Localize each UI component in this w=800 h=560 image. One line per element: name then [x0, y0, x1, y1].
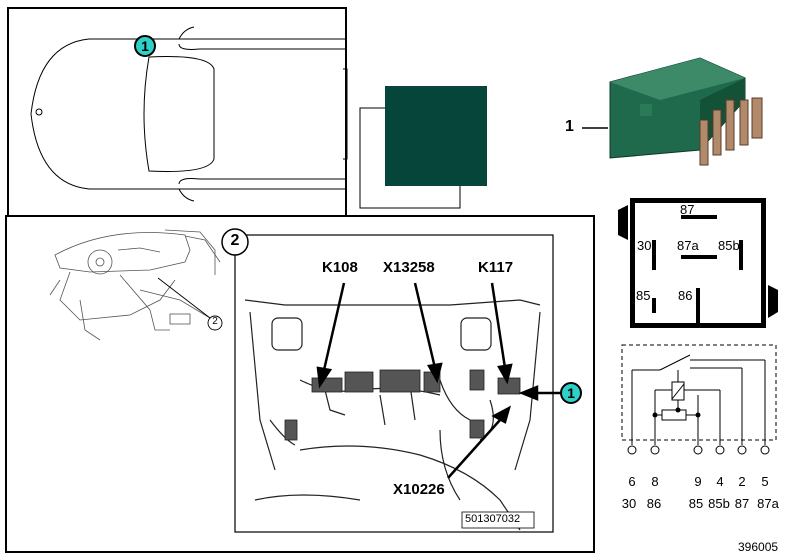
- color-swatch: [385, 86, 487, 186]
- pin-85b-label: 85b: [718, 238, 740, 253]
- terminal-85: 85: [688, 496, 704, 511]
- terminal-2: 2: [738, 474, 746, 489]
- terminal-4: 4: [716, 474, 724, 489]
- relay-photo-callout: 1: [565, 118, 574, 135]
- pin-85-label: 85: [636, 288, 651, 303]
- drawing-reference-number: 501307032: [465, 513, 521, 525]
- label-k117: K117: [478, 259, 514, 276]
- pin-30-label: 30: [637, 238, 652, 253]
- label-k108: K108: [322, 259, 358, 276]
- terminal-5: 5: [761, 474, 769, 489]
- pin-86-label: 86: [678, 288, 693, 303]
- diagram-id: 396005: [738, 540, 779, 554]
- terminal-30: 30: [621, 496, 637, 511]
- relay-location-callout: 1: [560, 382, 582, 404]
- pinout-box: [630, 198, 766, 328]
- panel-callout: 2: [230, 232, 240, 249]
- terminal-87a: 87a: [757, 496, 779, 511]
- pin-87-label: 87: [680, 202, 695, 217]
- pin-87a-label: 87a: [677, 238, 699, 253]
- terminal-86: 86: [646, 496, 662, 511]
- car-location-callout: 1: [134, 35, 156, 57]
- car-outline-drawing: [30, 26, 348, 202]
- terminal-8: 8: [651, 474, 659, 489]
- label-x13258: X13258: [383, 259, 435, 276]
- car-outline-panel: 1: [7, 7, 348, 217]
- terminal-6: 6: [628, 474, 636, 489]
- label-x10226: X10226: [393, 481, 445, 498]
- terminal-87: 87: [734, 496, 750, 511]
- overview-callout: 2: [212, 316, 218, 327]
- terminal-85b: 85b: [708, 496, 730, 511]
- terminal-9: 9: [694, 474, 702, 489]
